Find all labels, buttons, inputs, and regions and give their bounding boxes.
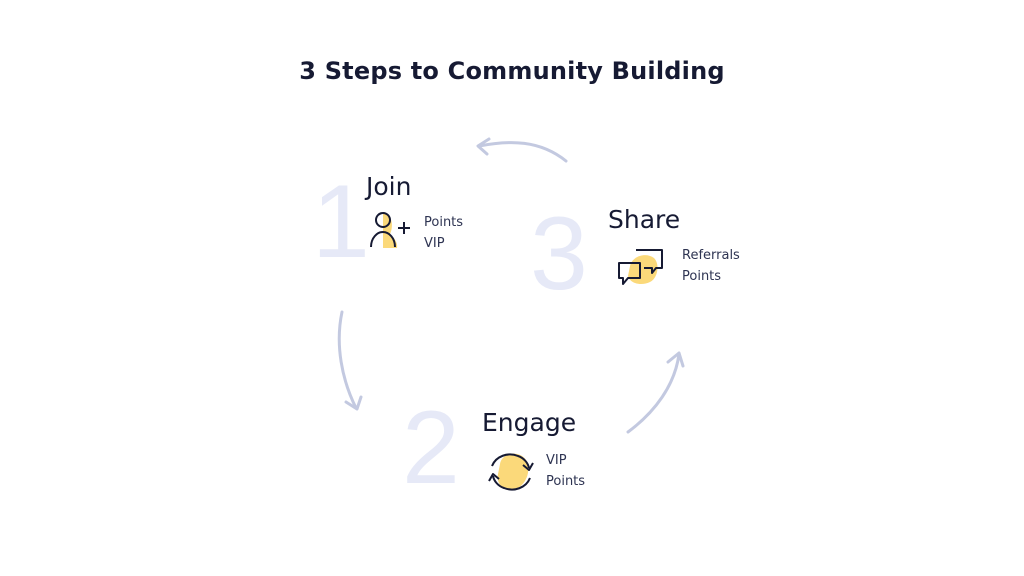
arrow-share-to-join: [477, 141, 568, 163]
tag-vip: VIP: [546, 453, 567, 468]
step-title: Engage: [482, 408, 577, 437]
tag-points: Points: [424, 215, 464, 230]
tag-points: Points: [546, 474, 586, 489]
user-plus-icon: [370, 212, 410, 248]
step-number: 3: [530, 196, 588, 312]
step-number: 2: [402, 390, 460, 506]
step-title: Share: [608, 205, 681, 234]
tag-vip: VIP: [424, 236, 445, 251]
step-number: 1: [312, 164, 370, 280]
step-title: Join: [366, 172, 412, 201]
tag-referrals: Referrals: [682, 248, 740, 263]
refresh-cycle-icon: [488, 453, 534, 491]
arrow-join-to-engage: [337, 310, 358, 410]
arrow-engage-to-share: [626, 352, 681, 434]
chat-bubbles-icon: [618, 249, 663, 285]
tag-points: Points: [682, 269, 722, 284]
diagram-title: 3 Steps to Community Building: [299, 57, 725, 85]
